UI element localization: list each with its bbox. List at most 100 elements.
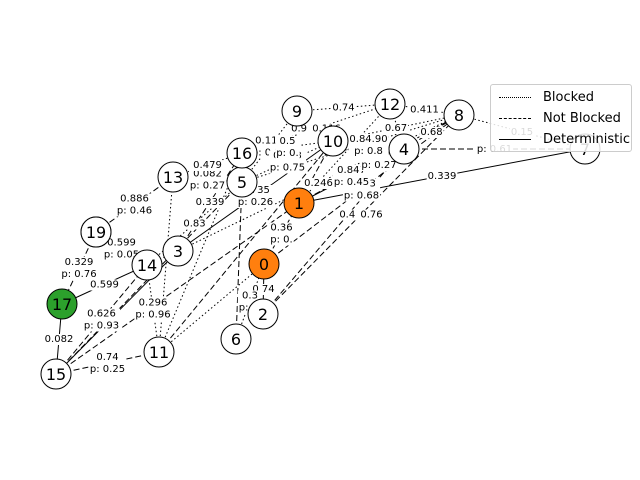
node-circle-8 bbox=[443, 99, 475, 131]
edge-label-bg bbox=[383, 123, 409, 134]
dashed-line-icon bbox=[499, 118, 531, 119]
edge-label-17-14: 0.599 bbox=[90, 280, 119, 291]
node-circle-16 bbox=[226, 137, 258, 169]
legend-item-not-blocked: Not Blocked bbox=[491, 108, 631, 129]
node-label-9: 9 bbox=[292, 102, 302, 121]
edge-label-9-12: 0.74 bbox=[332, 103, 354, 114]
edge-label-16-12: 0.9 0.116 bbox=[291, 124, 341, 135]
node-6: 6 bbox=[220, 323, 252, 355]
legend-label-not-blocked: Not Blocked bbox=[543, 111, 621, 126]
legend-item-blocked: Blocked bbox=[491, 87, 631, 108]
node-circle-3 bbox=[162, 235, 194, 267]
node-2: 2 bbox=[247, 298, 279, 330]
edge-label-bg bbox=[331, 102, 356, 114]
edge-label-bg bbox=[115, 193, 154, 217]
edge-label-bg bbox=[192, 160, 223, 171]
node-11: 11 bbox=[143, 336, 175, 368]
edge-label-bg bbox=[303, 178, 334, 189]
edge-label-bg bbox=[188, 168, 227, 192]
node-10: 10 bbox=[317, 125, 349, 157]
node-circle-6 bbox=[220, 323, 252, 355]
edge-label-12-8: 0.411 bbox=[410, 105, 439, 116]
node-label-14: 14 bbox=[137, 256, 157, 275]
edge-label-bg bbox=[43, 334, 75, 345]
node-layer: 012345678910121314151617181911 bbox=[40, 88, 601, 390]
edge-label-bg bbox=[82, 308, 121, 332]
node-label-1: 1 bbox=[294, 194, 304, 213]
edge-label-bg bbox=[426, 171, 458, 182]
edge-label-4-8: 0.68 bbox=[420, 127, 442, 138]
edge-label-3-16: 0.339 bbox=[196, 197, 225, 208]
edge-label-bg bbox=[88, 352, 127, 375]
edge-label-2-0: 0.74 bbox=[252, 284, 274, 295]
node-circle-15 bbox=[40, 358, 72, 390]
node-9: 9 bbox=[281, 95, 313, 127]
legend-label-blocked: Blocked bbox=[543, 90, 594, 105]
edge-label-17-15: 0.082 bbox=[45, 334, 74, 345]
node-circle-0 bbox=[248, 248, 280, 280]
node-circle-2 bbox=[247, 298, 279, 330]
edge-1-12 bbox=[298, 103, 391, 204]
node-label-10: 10 bbox=[323, 132, 343, 151]
node-label-19: 19 bbox=[86, 223, 106, 242]
node-5: 5 bbox=[226, 166, 258, 198]
edge-label-bg bbox=[275, 136, 300, 159]
node-circle-9 bbox=[281, 95, 313, 127]
node-label-3: 3 bbox=[173, 242, 183, 261]
edge-label-bg bbox=[251, 284, 276, 295]
node-circle-10 bbox=[317, 125, 349, 157]
edge-11-13 bbox=[158, 176, 174, 353]
node-circle-4 bbox=[388, 133, 420, 165]
edge-label-bg bbox=[194, 197, 226, 208]
edge-5-10 bbox=[241, 140, 334, 183]
node-0: 0 bbox=[248, 248, 280, 280]
node-12: 12 bbox=[374, 88, 406, 120]
edge-15-14 bbox=[55, 264, 148, 375]
node-1: 1 bbox=[283, 187, 315, 219]
edge-11-0 bbox=[158, 263, 265, 353]
edge-label-bg bbox=[134, 297, 172, 321]
node-label-17: 17 bbox=[52, 295, 72, 314]
node-label-2: 2 bbox=[258, 305, 268, 324]
edge-label-bg bbox=[89, 279, 120, 291]
edge-label-10-8: 0.67 bbox=[385, 123, 407, 134]
node-15: 15 bbox=[40, 358, 72, 390]
dotted-line-icon bbox=[499, 97, 531, 98]
edge-5-8 bbox=[241, 114, 460, 183]
edge-label-13-16: 0.479 bbox=[193, 160, 222, 171]
edge-label-bg bbox=[348, 134, 389, 157]
edge-label-bg bbox=[338, 209, 384, 221]
edge-label-bg bbox=[269, 222, 294, 246]
node-circle-11 bbox=[143, 336, 175, 368]
node-8: 8 bbox=[443, 99, 475, 131]
edge-label-bg bbox=[182, 218, 207, 230]
node-label-11: 11 bbox=[149, 343, 169, 362]
legend-label-deterministic: Deterministic bbox=[543, 132, 630, 147]
edge-label-3-8: 0.246 bbox=[304, 178, 333, 189]
node-16: 16 bbox=[226, 137, 258, 169]
edge-2-4 bbox=[262, 148, 405, 315]
edge-label-bg bbox=[419, 127, 444, 138]
node-label-12: 12 bbox=[380, 95, 400, 114]
node-label-4: 4 bbox=[399, 140, 409, 159]
legend: Blocked Not Blocked Deterministic bbox=[490, 84, 632, 152]
edge-11-10 bbox=[158, 140, 334, 353]
node-circle-1 bbox=[283, 187, 315, 219]
node-14: 14 bbox=[131, 249, 163, 281]
node-circle-14 bbox=[131, 249, 163, 281]
node-3: 3 bbox=[162, 235, 194, 267]
node-17: 17 bbox=[46, 288, 78, 320]
node-label-0: 0 bbox=[259, 255, 269, 274]
